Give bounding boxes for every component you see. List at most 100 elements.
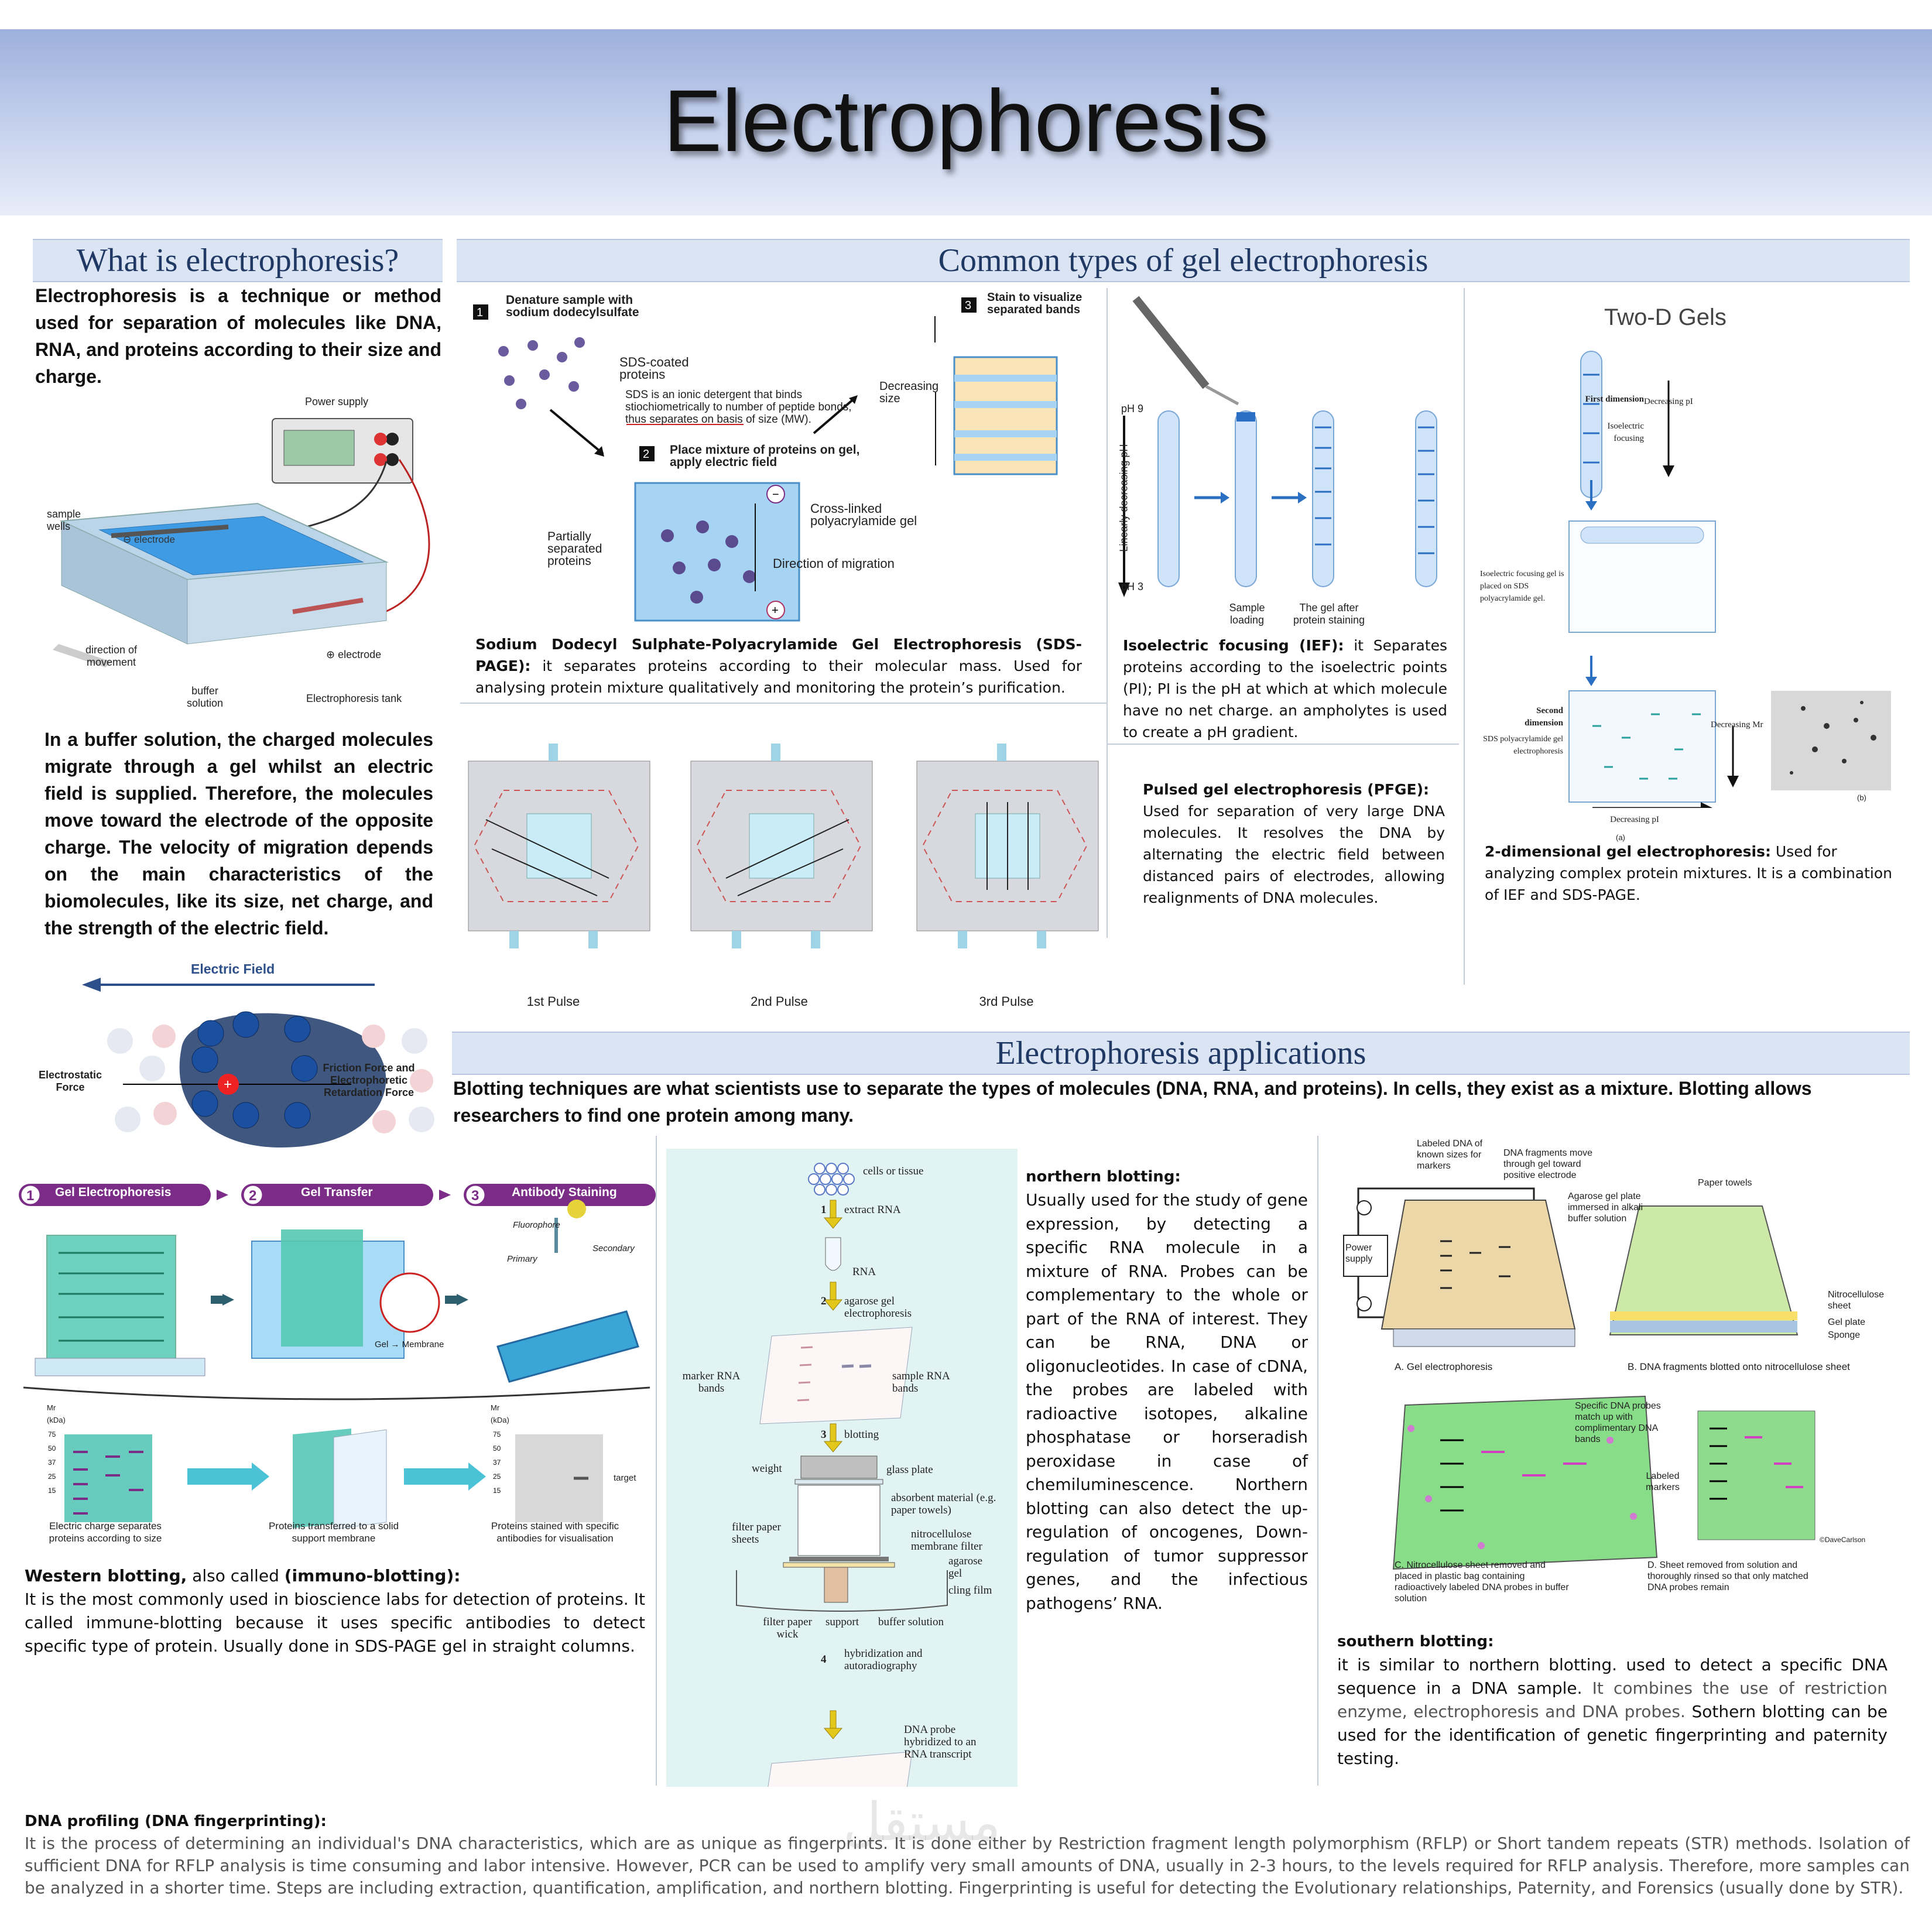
divider-western-northern bbox=[656, 1136, 657, 1786]
western-alt: (immuno-blotting): bbox=[284, 1566, 461, 1585]
ief-axis: Linearly decreasing pH bbox=[1118, 444, 1130, 552]
northern-rna: RNA bbox=[852, 1266, 876, 1278]
northern-buffer: buffer solution bbox=[878, 1616, 944, 1628]
two-d-title: Two-D Gels bbox=[1604, 304, 1727, 330]
western-step-1: Gel Electrophoresis bbox=[55, 1186, 172, 1199]
ladder-label: 37 bbox=[48, 1458, 56, 1467]
pfge-title: Pulsed gel electrophoresis (PFGE): bbox=[1143, 781, 1430, 798]
ladder-label: 50 bbox=[493, 1444, 501, 1453]
label-buffer: buffer solution bbox=[186, 685, 224, 709]
northern-step4: hybridization and autoradiography bbox=[844, 1647, 923, 1672]
sds-description: Sodium Dodecyl Sulphate-Polyacrylamide G… bbox=[475, 633, 1082, 698]
southern-cap-b: B. DNA fragments blotted onto nitrocellu… bbox=[1628, 1361, 1850, 1372]
northern-step2: agarose gel electrophoresis bbox=[844, 1295, 912, 1320]
northern-glass: glass plate bbox=[886, 1464, 933, 1476]
svg-text:3: 3 bbox=[471, 1188, 479, 1204]
two-d-dec-pi: Decreasing pI bbox=[1644, 397, 1693, 406]
northern-text: Usually used for the study of gene expre… bbox=[1026, 1190, 1308, 1613]
two-d-first: First dimension bbox=[1585, 395, 1644, 404]
two-d-description: 2-dimensional gel electrophoresis: Used … bbox=[1485, 841, 1895, 906]
sds-decreasing: Decreasing size bbox=[879, 380, 939, 405]
sds-text: it separates proteins according to their… bbox=[475, 657, 1082, 696]
label-power-supply: Power supply bbox=[305, 396, 369, 407]
label-secondary: Secondary bbox=[592, 1244, 635, 1253]
page-title: Electrophoresis bbox=[663, 71, 1269, 170]
label-friction: Friction Force and Electrophoretic Retar… bbox=[323, 1062, 415, 1098]
southern-labeled: Labeled DNA of known sizes for markers bbox=[1417, 1139, 1483, 1171]
label-primary: Primary bbox=[507, 1254, 537, 1264]
two-d-placed: Isoelectric focusing gel is placed on SD… bbox=[1480, 570, 1564, 603]
ladder-right: 75 50 37 25 15 bbox=[493, 1427, 509, 1498]
pulse-label-2: 2nd Pulse bbox=[751, 994, 808, 1009]
pfge-pulse-diagrams bbox=[468, 744, 1099, 948]
label-target: target bbox=[614, 1473, 636, 1483]
common-types-heading: Common types of gel electrophoresis bbox=[457, 239, 1910, 282]
ladder-label: 50 bbox=[48, 1444, 56, 1453]
southern-markers: Labeled markers bbox=[1646, 1471, 1680, 1492]
northern-probe: DNA probe hybridized to an RNA transcrip… bbox=[904, 1724, 977, 1760]
sds-coated: SDS-coated proteins bbox=[619, 355, 689, 382]
sds-title: Sodium Dodecyl Sulphate-Polyacrylamide G… bbox=[475, 636, 1082, 674]
svg-text:+: + bbox=[224, 1077, 232, 1092]
southern-probes: Specific DNA probes match up with compli… bbox=[1575, 1401, 1661, 1444]
label-mr-2: Mr (kDa) bbox=[491, 1403, 509, 1424]
sds-page-diagram: 1 2 3 − + bbox=[473, 297, 1058, 622]
two-d-label-a: (a) bbox=[1616, 833, 1625, 842]
northern-blot-diagram bbox=[736, 1163, 948, 1787]
northern-title: northern blotting: bbox=[1026, 1168, 1181, 1186]
label-direction: direction of movement bbox=[85, 644, 138, 668]
western-caption-2: Proteins transferred to a solid support … bbox=[268, 1520, 399, 1544]
ief-diagram bbox=[1118, 296, 1437, 597]
southern-title: southern blotting: bbox=[1337, 1633, 1494, 1650]
two-d-sds: SDS polyacrylamide gel electrophoresis bbox=[1483, 735, 1563, 756]
two-d-label-b: (b) bbox=[1857, 793, 1866, 802]
label-electrostatic: Electrostatic Force bbox=[38, 1069, 102, 1093]
svg-text:2: 2 bbox=[249, 1188, 256, 1204]
two-d-second: Second dimension bbox=[1525, 706, 1563, 728]
svg-text:2: 2 bbox=[643, 448, 649, 461]
what-is-heading: What is electrophoresis? bbox=[33, 239, 443, 282]
northern-num-3: 3 bbox=[821, 1429, 827, 1441]
northern-wick: filter paper wick bbox=[763, 1616, 812, 1640]
ief-after: The gel after protein staining bbox=[1293, 602, 1365, 626]
dna-text: It is the process of determining an indi… bbox=[25, 1834, 1910, 1897]
sds-crosslinked: Cross-linked polyacrylamide gel bbox=[810, 501, 917, 528]
northern-absorbent: absorbent material (e.g. paper towels) bbox=[891, 1492, 996, 1516]
applications-heading: Electrophoresis applications bbox=[452, 1032, 1910, 1075]
northern-filter-sheets: filter paper sheets bbox=[732, 1521, 781, 1546]
ladder-label: 25 bbox=[493, 1472, 501, 1481]
sds-step1: Denature sample with sodium dodecylsulfa… bbox=[506, 293, 639, 319]
divider-ief-2d bbox=[1464, 288, 1465, 985]
dna-title: DNA profiling (DNA fingerprinting): bbox=[25, 1813, 327, 1830]
pulse-label-3: 3rd Pulse bbox=[979, 994, 1034, 1009]
two-d-desc-title: 2-dimensional gel electrophoresis: bbox=[1485, 843, 1771, 860]
northern-step1: extract RNA bbox=[844, 1204, 901, 1216]
ief-loading: Sample loading bbox=[1229, 602, 1265, 626]
southern-description: southern blotting: it is similar to nort… bbox=[1337, 1630, 1888, 1770]
southern-credit: ©DaveCarlson bbox=[1820, 1536, 1866, 1544]
western-caption-3: Proteins stained with specific antibodie… bbox=[491, 1520, 619, 1544]
what-is-paragraph: In a buffer solution, the charged molecu… bbox=[44, 729, 433, 938]
northern-num-4: 4 bbox=[821, 1653, 827, 1666]
ladder-label: 15 bbox=[493, 1486, 501, 1495]
svg-text:+: + bbox=[772, 604, 779, 617]
western-title: Western blotting, bbox=[25, 1566, 187, 1585]
label-gel-membrane: Gel → Membrane bbox=[375, 1340, 444, 1349]
northern-support: support bbox=[825, 1616, 859, 1628]
sds-step3: Stain to visualize separated bands bbox=[987, 291, 1083, 316]
southern-sponge: Sponge bbox=[1828, 1330, 1861, 1340]
southern-cap-c: C. Nitrocellulose sheet removed and plac… bbox=[1395, 1560, 1569, 1604]
southern-agarose: Agarose gel plate immersed in alkali buf… bbox=[1568, 1191, 1643, 1224]
divider-northern-southern bbox=[1317, 1136, 1318, 1786]
sds-partial: Partially separated proteins bbox=[547, 530, 602, 568]
svg-text:1: 1 bbox=[477, 306, 483, 319]
southern-nitro: Nitrocellulose sheet bbox=[1828, 1290, 1885, 1311]
electric-field-diagram: + bbox=[82, 978, 434, 1147]
ief-title: Isoelectric focusing (IEF): bbox=[1123, 637, 1344, 654]
southern-gel-plate: Gel plate bbox=[1828, 1317, 1866, 1327]
sds-step2: Place mixture of proteins on gel, apply … bbox=[670, 443, 860, 469]
dna-profiling: DNA profiling (DNA fingerprinting): It i… bbox=[25, 1810, 1910, 1899]
ief-ph9: pH 9 bbox=[1121, 403, 1144, 415]
northern-cling: cling film bbox=[948, 1584, 992, 1597]
ladder-left: 75 50 37 25 15 bbox=[48, 1427, 64, 1498]
